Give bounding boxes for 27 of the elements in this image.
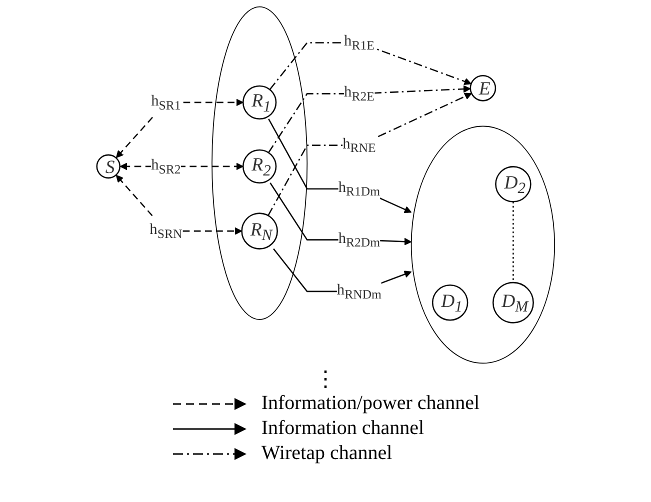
node-circle: D$_{M}$ bbox=[492, 282, 534, 324]
edge-label: h$_{R2E}$ bbox=[344, 83, 374, 104]
edge-label: h$_{RNDm}$ bbox=[336, 280, 382, 302]
edge-label: h$_{RNE}$ bbox=[342, 134, 376, 156]
edge-label: h$_{SR1}$ bbox=[150, 92, 181, 113]
edge-label: h$_{R1Dm}$ bbox=[338, 178, 380, 200]
legend-text: Information/power channel bbox=[261, 392, 480, 415]
arrow bbox=[268, 118, 412, 213]
node-circle: S bbox=[96, 154, 120, 179]
node-circle: R$_{2}$ bbox=[242, 149, 276, 184]
edge-label: h$_{R2Dm}$ bbox=[338, 229, 380, 250]
edge-label: h$_{SR2}$ bbox=[150, 156, 181, 177]
legend-text: Information channel bbox=[261, 417, 424, 440]
cluster bbox=[410, 126, 555, 364]
edge-label: h$_{R1E}$ bbox=[344, 32, 374, 53]
cluster bbox=[211, 6, 308, 320]
node-circle: E bbox=[470, 74, 496, 102]
node-circle: R$_{1}$ bbox=[242, 85, 276, 120]
ellipsis: ⋮ bbox=[314, 366, 336, 391]
legend-text: Wiretap channel bbox=[261, 442, 392, 465]
node-circle: D$_{2}$ bbox=[494, 166, 532, 202]
arrow bbox=[268, 85, 471, 153]
connector bbox=[512, 202, 514, 283]
node-circle: D$_{1}$ bbox=[432, 284, 468, 321]
node-circle: R$_{N}$ bbox=[240, 212, 278, 250]
edge-label: h$_{SRN}$ bbox=[149, 220, 182, 242]
arrow bbox=[267, 92, 472, 216]
